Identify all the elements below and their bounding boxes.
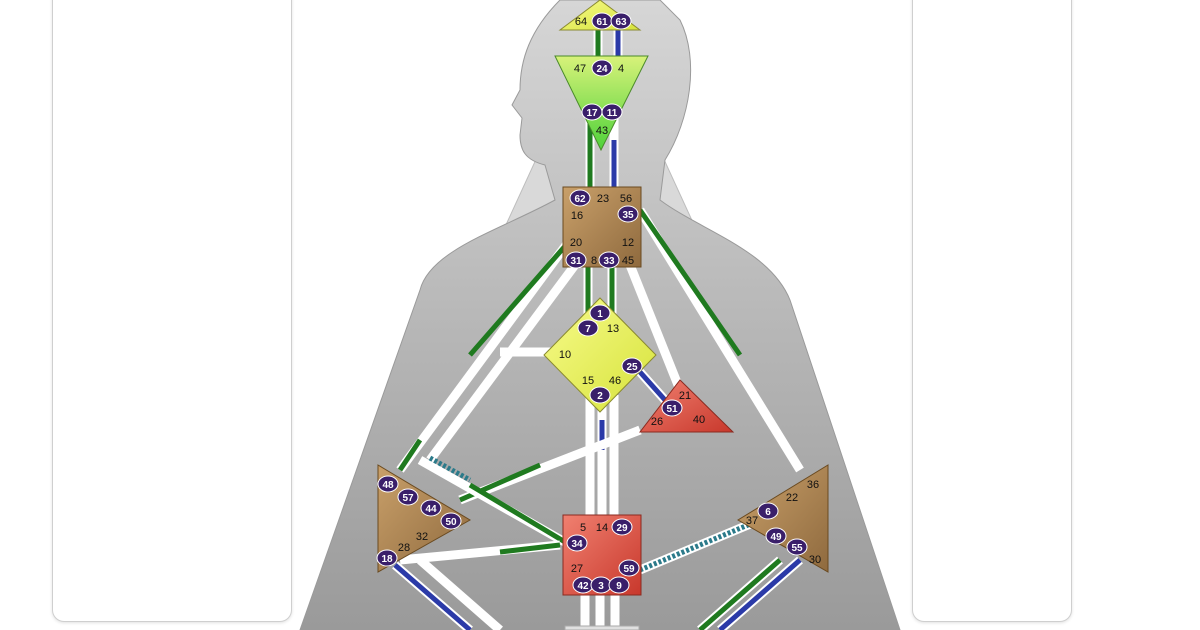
gate-18-marker: [376, 549, 398, 567]
gate-57-marker: [397, 488, 419, 506]
gate-31-marker: [565, 251, 587, 269]
heart-center: [638, 379, 735, 433]
gate-25-marker: [621, 357, 643, 375]
gate-29-marker: [611, 518, 633, 536]
gate-51-marker: [661, 399, 683, 417]
gate-2: 2: [597, 391, 603, 402]
gate-1: 1: [597, 309, 603, 320]
gate-29: 29: [616, 523, 628, 534]
gate-61: 61: [596, 17, 608, 28]
gate-27: 27: [571, 563, 583, 575]
gate-17: 17: [586, 108, 598, 119]
gate-63-marker: [610, 12, 632, 30]
gate-64: 64: [575, 16, 587, 28]
gate-20: 20: [570, 237, 582, 249]
gate-34-marker: [566, 534, 588, 552]
root-center-top: [564, 625, 640, 630]
gate-18: 18: [381, 554, 393, 565]
gate-44: 44: [425, 504, 437, 515]
gate-44-marker: [420, 499, 442, 517]
gate-62-marker: [569, 189, 591, 207]
gate-32: 32: [416, 531, 428, 543]
gate-5: 5: [580, 522, 586, 534]
gate-59: 59: [623, 564, 635, 575]
gate-25: 25: [626, 362, 638, 373]
gate-40: 40: [693, 414, 705, 426]
gate-28: 28: [398, 542, 410, 554]
gate-59-marker: [618, 559, 640, 577]
gate-31: 31: [570, 256, 582, 267]
gate-56: 56: [620, 193, 632, 205]
g-center: [543, 297, 657, 413]
gate-15: 15: [582, 375, 594, 387]
gate-48: 48: [382, 480, 394, 491]
gate-57: 57: [402, 493, 414, 504]
gate-24-marker: [591, 59, 613, 77]
gate-43: 43: [596, 125, 608, 137]
gate-11-marker: [601, 103, 623, 121]
gate-34: 34: [571, 539, 583, 550]
gate-51: 51: [666, 404, 678, 415]
gate-35-marker: [617, 205, 639, 223]
gate-10: 10: [559, 349, 571, 361]
gate-16: 16: [571, 210, 583, 222]
gate-55-marker: [786, 538, 808, 556]
gate-12: 12: [622, 237, 634, 249]
gate-7: 7: [585, 324, 591, 335]
gate-33: 33: [603, 256, 615, 267]
gate-50-marker: [440, 512, 462, 530]
gate-36: 36: [807, 479, 819, 491]
ajna-center: [554, 55, 649, 152]
gate-9: 9: [616, 581, 622, 592]
gate-7-marker: [577, 319, 599, 337]
gate-63: 63: [615, 17, 627, 28]
gate-22: 22: [786, 492, 798, 504]
personality-planets-panel: [912, 0, 1072, 622]
gate-35: 35: [622, 210, 634, 221]
gate-24: 24: [596, 64, 608, 75]
gate-37: 37: [746, 515, 758, 527]
gate-6: 6: [765, 507, 771, 518]
gate-33-marker: [598, 251, 620, 269]
gate-2-marker: [589, 386, 611, 404]
gate-14: 14: [596, 522, 608, 534]
gate-48-marker: [377, 475, 399, 493]
gate-50: 50: [445, 517, 457, 528]
gate-49: 49: [770, 532, 782, 543]
gate-49-marker: [765, 527, 787, 545]
gate-4: 4: [618, 63, 624, 75]
gate-23: 23: [597, 193, 609, 205]
gate-1-marker: [589, 304, 611, 322]
design-planets-panel: [52, 0, 292, 622]
gate-47: 47: [574, 63, 586, 75]
gate-30: 30: [809, 554, 821, 566]
gate-46: 46: [609, 375, 621, 387]
gate-55: 55: [791, 543, 803, 554]
gate-45: 45: [622, 255, 634, 267]
gate-21: 21: [679, 390, 691, 402]
gate-26: 26: [651, 416, 663, 428]
gate-62: 62: [574, 194, 586, 205]
gate-8: 8: [591, 255, 597, 267]
gate-6-marker: [757, 502, 779, 520]
gate-13: 13: [607, 323, 619, 335]
gate-11: 11: [607, 108, 618, 119]
gate-42: 42: [577, 581, 589, 592]
gate-3: 3: [598, 581, 604, 592]
gate-9-marker: [608, 576, 630, 594]
